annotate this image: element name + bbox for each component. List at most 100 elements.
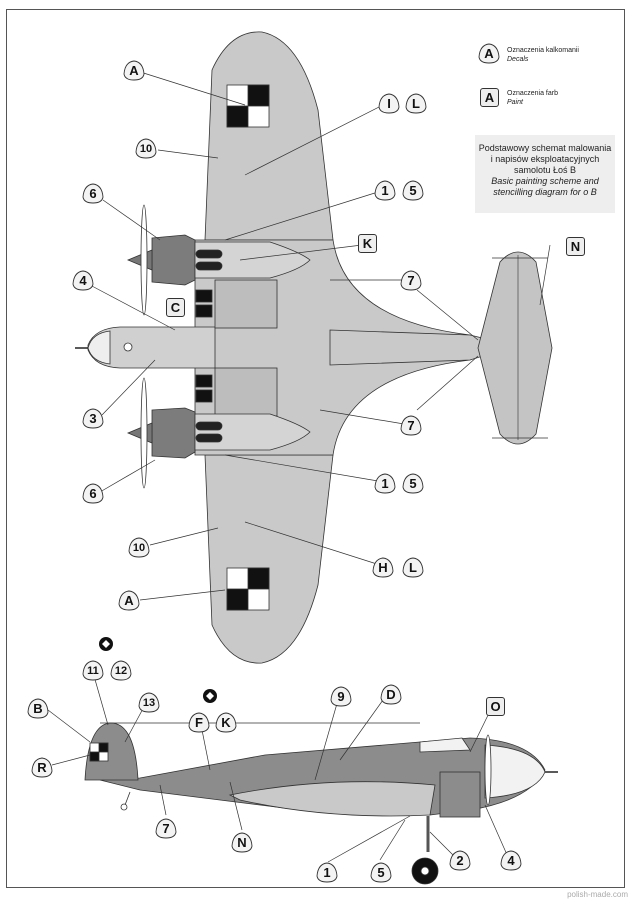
callout-label: 11 [87, 664, 99, 677]
top-view-callout-5: 5 [402, 180, 424, 201]
nacelle-fairing-upper [194, 241, 311, 279]
legend-paint-marker: A [480, 88, 499, 107]
diagram-frame-bottom [6, 887, 624, 888]
callout-label: R [37, 760, 47, 775]
callout-label: B [33, 701, 43, 716]
side-view-callout-o: O [486, 697, 505, 716]
legend-decals-label: Oznaczenia kalkomanii Decals [507, 47, 579, 63]
side-view-callout-7: 7 [155, 818, 177, 839]
callout-label: C [170, 300, 181, 315]
propeller-upper [140, 204, 148, 316]
side-view-callout-1: 1 [316, 862, 338, 883]
checkerboard-upper [226, 84, 270, 128]
callout-label: 1 [381, 183, 389, 198]
callout-label: O [490, 699, 501, 714]
top-view [75, 31, 553, 664]
callout-label: 10 [139, 142, 153, 155]
callout-label: 13 [142, 696, 156, 709]
top-view-callout-c: C [166, 298, 185, 317]
bomb-bay-upper [214, 279, 278, 329]
callout-label: 4 [79, 273, 87, 288]
top-view-callout-1: 1 [374, 473, 396, 494]
side-view-callout-11: 11 [82, 660, 104, 681]
side-view-callout-13: 13 [138, 692, 160, 713]
callout-label: 5 [377, 865, 385, 880]
side-view-callout-b: B [27, 698, 49, 719]
callout-label: 5 [409, 183, 417, 198]
top-view-callout-3: 3 [82, 408, 104, 429]
side-view-callout-f: F [188, 712, 210, 733]
callout-label: K [362, 236, 373, 251]
diagram-frame [6, 9, 325, 888]
callout-label: 6 [89, 486, 97, 501]
watermark: polish-made.com [567, 890, 628, 899]
wing-side [228, 781, 436, 817]
bomb-bay-lower [214, 367, 278, 417]
callout-label: A [124, 593, 134, 608]
nacelle-upper [151, 234, 196, 286]
callout-label: 1 [323, 865, 331, 880]
callout-label: A [129, 63, 139, 78]
top-view-callout-n: N [566, 237, 585, 256]
top-view-callout-1: 1 [374, 180, 396, 201]
side-view-callout-9: 9 [330, 686, 352, 707]
propeller-side [484, 734, 492, 806]
side-view-callout-4: 4 [500, 850, 522, 871]
callout-label: K [221, 715, 231, 730]
legend-paint-label: Oznaczenia farb Paint [507, 90, 558, 106]
callout-label: 1 [381, 476, 389, 491]
top-view-callout-10: 10 [128, 537, 150, 558]
callout-label: H [378, 560, 388, 575]
cockpit-canopy [419, 737, 471, 753]
callout-label: 2 [456, 853, 464, 868]
callout-label: N [237, 835, 247, 850]
spinner-upper [126, 249, 153, 271]
top-view-callout-l: L [405, 93, 427, 114]
callout-label: 7 [407, 418, 415, 433]
callout-label: 12 [114, 664, 128, 677]
callout-label: 5 [409, 476, 417, 491]
legend-decal-marker: A [478, 43, 500, 64]
side-view-callout-12: 12 [110, 660, 132, 681]
callout-label: L [412, 96, 420, 111]
callout-label: I [387, 96, 391, 111]
callout-label: 9 [337, 689, 345, 704]
top-view-callout-5: 5 [402, 473, 424, 494]
side-view-callout-2: 2 [449, 850, 471, 871]
side-view-callout-k: K [215, 712, 237, 733]
nose-glazing [87, 330, 111, 365]
horizontal-tail [477, 251, 553, 445]
callout-label: N [570, 239, 581, 254]
side-view-callout-r: R [31, 757, 53, 778]
top-view-callout-a: A [123, 60, 145, 81]
nose-glazing-side [484, 744, 546, 799]
wing-upper [204, 31, 334, 241]
wing-lower [204, 454, 334, 664]
side-view-callout-n: N [231, 832, 253, 853]
roundel-icon [99, 637, 113, 651]
diagram-frame-right [324, 9, 625, 888]
nose-window [123, 342, 133, 352]
callout-label: 3 [89, 411, 97, 426]
top-view-callout-7: 7 [400, 415, 422, 436]
top-view-callout-l: L [402, 557, 424, 578]
title-box: Podstawowy schemat malowania i napisów e… [475, 135, 615, 213]
side-view-callout-d: D [380, 684, 402, 705]
engine-nacelle-side [439, 771, 481, 818]
top-view-callout-4: 4 [72, 270, 94, 291]
top-view-callout-i: I [378, 93, 400, 114]
callout-label: 4 [507, 853, 515, 868]
callout-label: 7 [407, 273, 415, 288]
callout-label: D [386, 687, 396, 702]
top-view-callout-h: H [372, 557, 394, 578]
callout-label: 6 [89, 186, 97, 201]
spinner-lower [126, 422, 153, 444]
nacelle-fairing-lower [194, 413, 311, 451]
side-view [84, 722, 558, 885]
propeller-lower [140, 377, 148, 489]
top-view-callout-6: 6 [82, 483, 104, 504]
top-view-callout-6: 6 [82, 183, 104, 204]
top-view-callout-10: 10 [135, 138, 157, 159]
fin-checkerboard [89, 742, 109, 762]
